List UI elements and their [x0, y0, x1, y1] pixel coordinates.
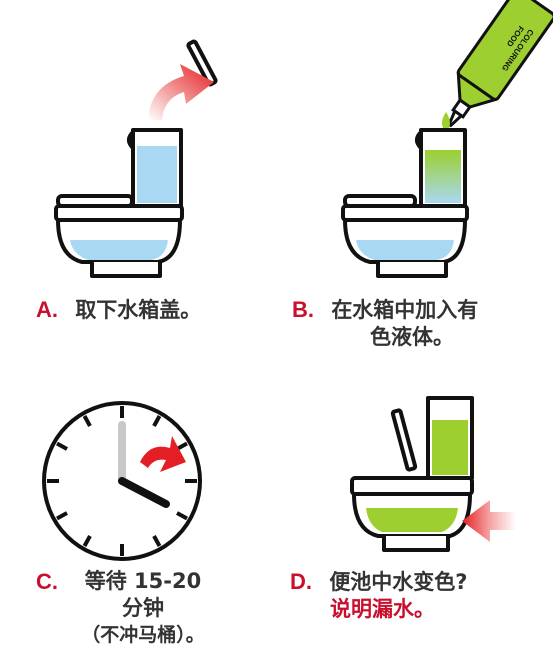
step-d-letter: D.	[290, 569, 312, 594]
step-d-caption: D. 便池中水变色?	[290, 568, 468, 596]
dye-drop	[442, 112, 450, 132]
step-b-line1: 在水箱中加入有	[331, 298, 479, 322]
step-c-line2: 分钟	[122, 596, 164, 620]
toilet-icon	[350, 396, 474, 552]
step-b-line2: 色液体。	[370, 325, 454, 349]
tank-lid-icon	[186, 39, 218, 87]
step-a-text: 取下水箱盖。	[75, 298, 202, 322]
arrow-right-icon	[462, 500, 516, 542]
step-a-caption: A. 取下水箱盖。	[36, 296, 201, 324]
step-c-letter-wrap: C.	[36, 568, 58, 596]
step-b-caption: B. 在水箱中加入有	[292, 296, 478, 324]
step-b-letter: B.	[292, 297, 314, 322]
step-c-line1: 等待 15-20	[84, 569, 202, 593]
toilet-icon	[341, 128, 469, 278]
dye-bottle-icon: FOOD COLOURING	[442, 0, 553, 132]
step-c-line3: （不冲马桶）。	[81, 624, 205, 646]
toilet-icon	[54, 128, 184, 278]
clock-icon	[42, 401, 202, 561]
curved-arrow-icon	[140, 436, 186, 472]
curved-arrow-icon	[148, 64, 214, 120]
step-a-letter: A.	[36, 297, 58, 322]
minute-hand	[119, 478, 161, 503]
step-c-letter: C.	[36, 569, 58, 594]
step-d-line1: 便池中水变色?	[329, 570, 468, 594]
step-d-line2: 说明漏水。	[330, 597, 435, 621]
